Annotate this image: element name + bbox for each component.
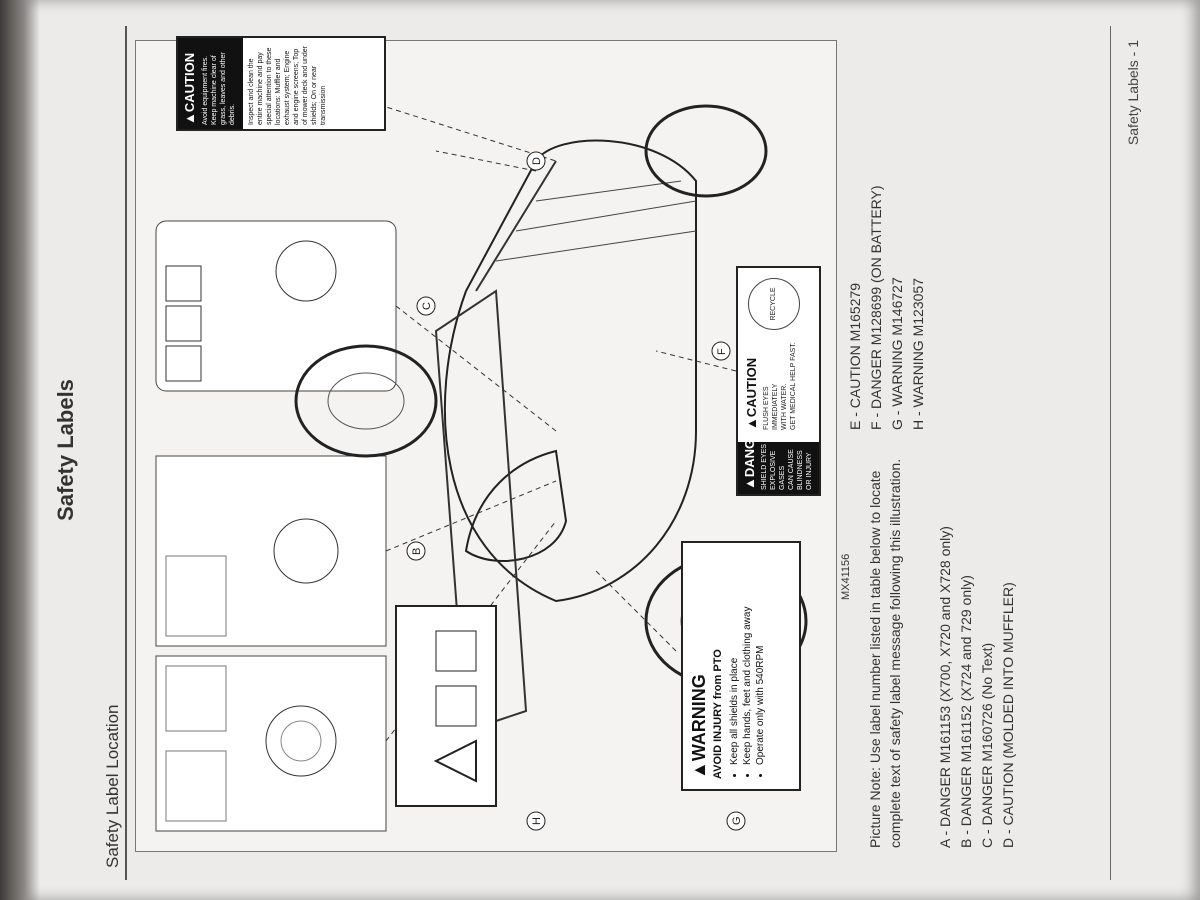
warning-decal-g: ▲WARNING AVOID INJURY from PTO Keep all … xyxy=(681,541,801,791)
caution-black-text: Avoid equipment fires. Keep machine clea… xyxy=(201,38,243,129)
caution-title: ▲CAUTION xyxy=(178,38,201,129)
warning-title: ▲WARNING xyxy=(689,674,709,779)
tractor-seat xyxy=(464,449,568,562)
legend-item-g: G - WARNING M146727 xyxy=(889,277,905,430)
label-panel-a xyxy=(155,655,387,832)
tractor-drawing: A B C D E F G H xyxy=(155,51,808,832)
danger-line: SHIELD EYES xyxy=(761,444,768,490)
warning-triangle-icon xyxy=(433,739,477,783)
picture-note: Picture Note: Use label number listed in… xyxy=(867,458,903,848)
battery-caution-text: FLUSH EYES IMMEDIATELY WITH WATER. GET M… xyxy=(762,340,798,430)
legend-item-e: E - CAUTION M165279 xyxy=(847,282,863,430)
danger-line: CAN CAUSE xyxy=(788,449,795,490)
dial-c xyxy=(275,240,337,302)
front-left-wheel xyxy=(644,104,768,198)
front-right-hub xyxy=(327,372,405,430)
panel-b-block xyxy=(165,555,227,637)
front-right-wheel xyxy=(294,344,438,458)
exit-arrow-icon xyxy=(435,630,477,672)
danger-title: ▲DANGER xyxy=(742,420,757,490)
danger-line: OR INJURY xyxy=(806,452,813,490)
danger-lines: SHIELD EYES EXPLOSIVE GASES CAN CAUSE BL… xyxy=(760,442,814,490)
caution-line: WITH WATER. xyxy=(781,383,788,430)
panel-a-block xyxy=(165,750,227,822)
page-subtitle: Safety Label Location xyxy=(103,704,122,868)
top-rule xyxy=(125,26,127,880)
section-title: Safety Labels xyxy=(53,379,78,521)
battery-caution-title: ▲CAUTION xyxy=(744,357,759,430)
label-panel-h xyxy=(395,605,497,807)
caution-line: GET MEDICAL HELP FAST. xyxy=(790,342,797,430)
dial-a-inner xyxy=(280,720,322,762)
callout-b: B xyxy=(411,548,423,555)
panel-c-icon-1 xyxy=(165,345,202,382)
label-panel-b xyxy=(155,455,387,647)
legend-item-d: D - CAUTION (MOLDED INTO MUFFLER) xyxy=(1000,582,1016,848)
warning-bullet: Keep hands, feet and clothing away xyxy=(741,553,754,765)
warning-bullet: Keep all shields in place xyxy=(728,553,741,765)
callout-g: G xyxy=(731,816,743,825)
caution-white-text: Inspect and clean the entire machine and… xyxy=(248,46,327,125)
warning-bullets: Keep all shields in place Keep hands, fe… xyxy=(728,553,767,779)
legend-left: A - DANGER M161153 (X700, X720 and X728 … xyxy=(935,526,1019,848)
panel-a-block-2 xyxy=(165,665,227,732)
warning-subtitle: AVOID INJURY from PTO xyxy=(712,649,724,779)
caution-line: FLUSH EYES IMMEDIATELY xyxy=(763,383,779,430)
page-footer: Safety Labels - 1 xyxy=(1125,40,1141,146)
legend-right: E - CAUTION M165279 F - DANGER M128699 (… xyxy=(845,185,929,430)
bottom-rule xyxy=(1110,26,1111,880)
callout-h: H xyxy=(531,817,543,825)
danger-band: ▲DANGER SHIELD EYES EXPLOSIVE GASES CAN … xyxy=(738,421,819,494)
recycle-icon: RECYCLE xyxy=(748,278,800,330)
danger-decal-f: ▲DANGER SHIELD EYES EXPLOSIVE GASES CAN … xyxy=(736,266,821,496)
danger-line: BLINDNESS xyxy=(797,450,804,490)
legend-item-c: C - DANGER M160726 (No Text) xyxy=(979,642,995,848)
mower-deck xyxy=(434,289,528,733)
callout-d: D xyxy=(531,157,543,165)
panel-c-icon-3 xyxy=(165,265,202,302)
warning-bullet: Operate only with 540RPM xyxy=(754,553,767,765)
panel-c-icon-2 xyxy=(165,305,202,342)
grille-lines xyxy=(495,180,697,262)
callout-f: F xyxy=(716,348,728,355)
manual-page: Safety Labels Safety Label Location xyxy=(35,10,1165,890)
figure-id: MX41156 xyxy=(840,553,852,600)
legend-item-h: H - WARNING M123057 xyxy=(910,278,926,430)
dial-a xyxy=(265,705,337,777)
dial-b xyxy=(273,518,339,584)
manual-book-icon xyxy=(435,685,477,727)
legend-item-f: F - DANGER M128699 (ON BATTERY) xyxy=(868,185,884,430)
legend-item-a: A - DANGER M161153 (X700, X720 and X728 … xyxy=(937,526,953,848)
danger-line: EXPLOSIVE GASES xyxy=(770,450,786,490)
callout-c: C xyxy=(421,302,433,310)
hood-line xyxy=(475,160,557,292)
tractor-illustration: A B C D E F G H ▲WARNI xyxy=(135,36,837,852)
tractor-hood xyxy=(443,139,697,603)
caution-decal-e: ▲CAUTION Avoid equipment fires. Keep mac… xyxy=(176,36,386,131)
page-edge-shadow xyxy=(0,0,40,900)
legend-item-b: B - DANGER M161152 (X724 and 729 only) xyxy=(958,575,974,848)
